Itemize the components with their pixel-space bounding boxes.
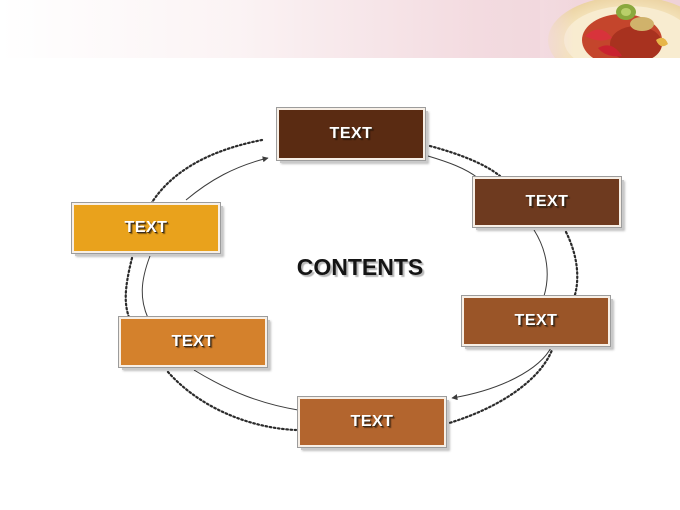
outer-dotted-arc-top-right <box>428 144 502 178</box>
cycle-node-5-label: TEXT <box>171 333 215 350</box>
cycle-node-6-label: TEXT <box>124 219 168 236</box>
center-title: CONTENTS <box>296 254 424 280</box>
cycle-node-2-label: TEXT <box>525 193 569 210</box>
cycle-node-3-label: TEXT <box>514 312 558 329</box>
outer-dotted-arc-bottom-right <box>444 348 554 426</box>
inner-arc-top-right <box>427 155 479 179</box>
cycle-node-5: TEXT <box>118 316 268 368</box>
cycle-node-4-label: TEXT <box>350 413 394 430</box>
inner-arc-bottom-left <box>193 369 299 411</box>
inner-arc-right <box>533 229 548 297</box>
inner-arrow-left-to-top <box>185 156 269 201</box>
cycle-node-2: TEXT <box>472 176 622 228</box>
outer-dotted-arc-bottom-left <box>166 370 298 432</box>
inner-arc-left <box>141 255 151 319</box>
outer-dotted-arc-right <box>564 230 579 300</box>
inner-arrow-right-to-bottom <box>451 345 553 401</box>
dessert-photo-image <box>540 0 680 58</box>
cycle-node-3: TEXT <box>461 295 611 347</box>
cycle-node-4: TEXT <box>297 396 447 448</box>
outer-dotted-arc-left <box>124 256 134 322</box>
cycle-node-6: TEXT <box>71 202 221 254</box>
cycle-node-1-label: TEXT <box>329 125 373 142</box>
cycle-node-1: TEXT <box>276 107 426 161</box>
